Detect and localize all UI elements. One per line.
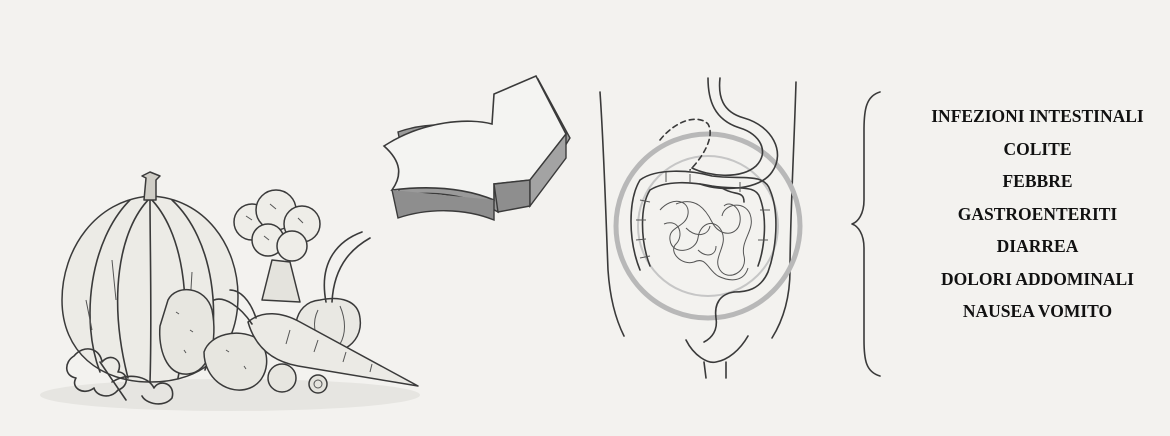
condition-item: FEBBRE [905,165,1170,198]
highlight-ring [616,134,800,318]
vegetables-illustration [40,172,420,411]
condition-item: DOLORI ADDOMINALI [905,263,1170,296]
condition-item: DIARREA [905,230,1170,263]
flow-arrow [384,76,570,220]
small-intestine [660,201,751,280]
condition-item: INFEZIONI INTESTINALI [905,100,1170,133]
abdomen-illustration [600,78,800,378]
condition-item: GASTROENTERITI [905,198,1170,231]
conditions-list: INFEZIONI INTESTINALI COLITE FEBBRE GAST… [905,100,1170,328]
condition-item: COLITE [905,133,1170,166]
broccoli [234,190,320,302]
torso-left-line [600,92,624,336]
condition-item: NAUSEA VOMITO [905,295,1170,328]
curly-brace [852,92,880,376]
